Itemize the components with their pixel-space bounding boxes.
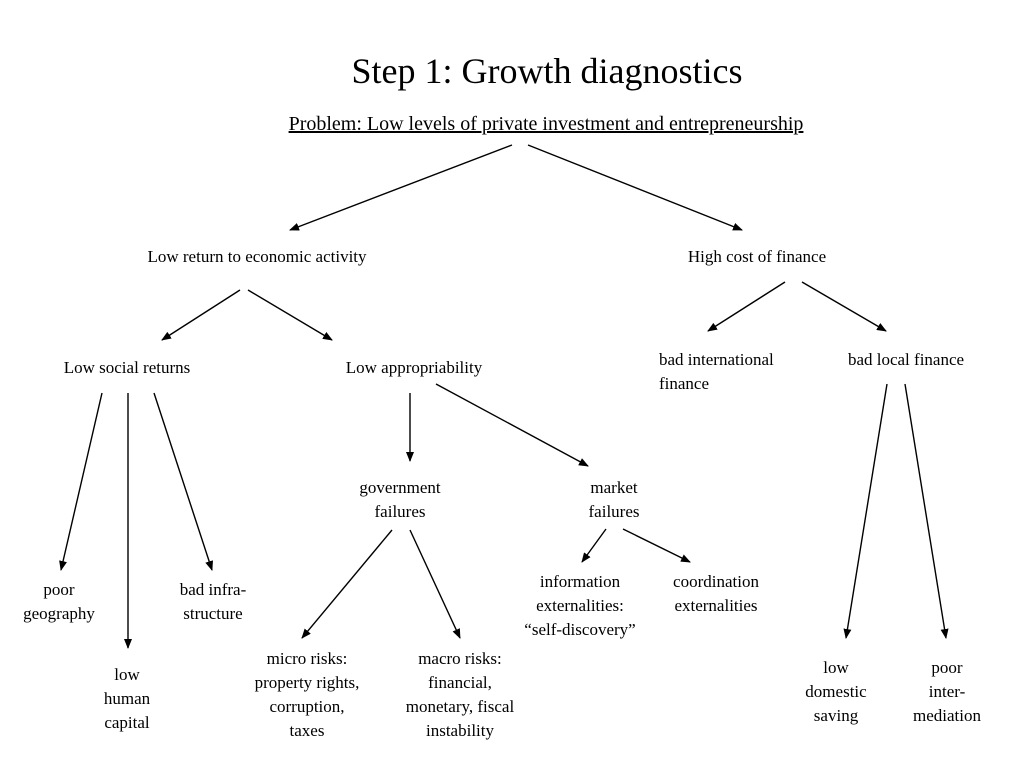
node-micro-risks: micro risks: property rights, corruption… [254,649,360,740]
arrow-low-social-to-poor-geo [59,392,103,571]
node-bad-local: bad local finance [847,350,965,369]
arrow-low-return-to-low-approp [247,289,333,341]
arrow-gov-to-micro [301,529,393,639]
node-gov-failures: government failures [359,478,441,521]
arrow-low-social-to-bad-infra [153,392,213,571]
arrow-market-to-info [581,528,607,563]
arrow-low-approp-to-market [435,383,589,467]
problem-statement: Problem: Low levels of private investmen… [288,113,804,135]
node-high-cost: High cost of finance [687,247,827,266]
node-info-externalities: information externalities: “self-discove… [524,572,636,639]
node-low-social: Low social returns [63,358,191,377]
node-low-approp: Low appropriability [345,358,483,377]
node-low-human: low human capital [103,665,151,732]
arrow-bad-local-to-saving [843,383,888,639]
arrow-problem-to-high-cost [527,144,743,231]
node-poor-geo: poor geography [23,580,95,623]
node-bad-intl: bad international finance [659,350,774,393]
node-market-failures: market failures [588,478,640,521]
arrow-market-to-coord [622,528,691,563]
node-low-return: Low return to economic activity [147,247,367,266]
node-bad-infra: bad infra- structure [179,580,247,623]
arrow-low-return-to-low-social [161,289,241,341]
arrow-problem-to-low-return [289,144,513,231]
node-low-domestic-saving: low domestic saving [805,658,867,725]
node-coord-externalities: coordination externalities [673,572,759,615]
node-macro-risks: macro risks: financial, monetary, fiscal… [405,649,515,740]
page-title: Step 1: Growth diagnostics [351,51,743,91]
arrow-high-cost-to-bad-local [801,281,887,332]
arrow-bad-local-to-inter [904,383,949,639]
arrow-gov-to-macro [409,529,461,639]
arrow-high-cost-to-bad-intl [707,281,786,332]
node-poor-intermediation: poor inter- mediation [913,658,981,725]
